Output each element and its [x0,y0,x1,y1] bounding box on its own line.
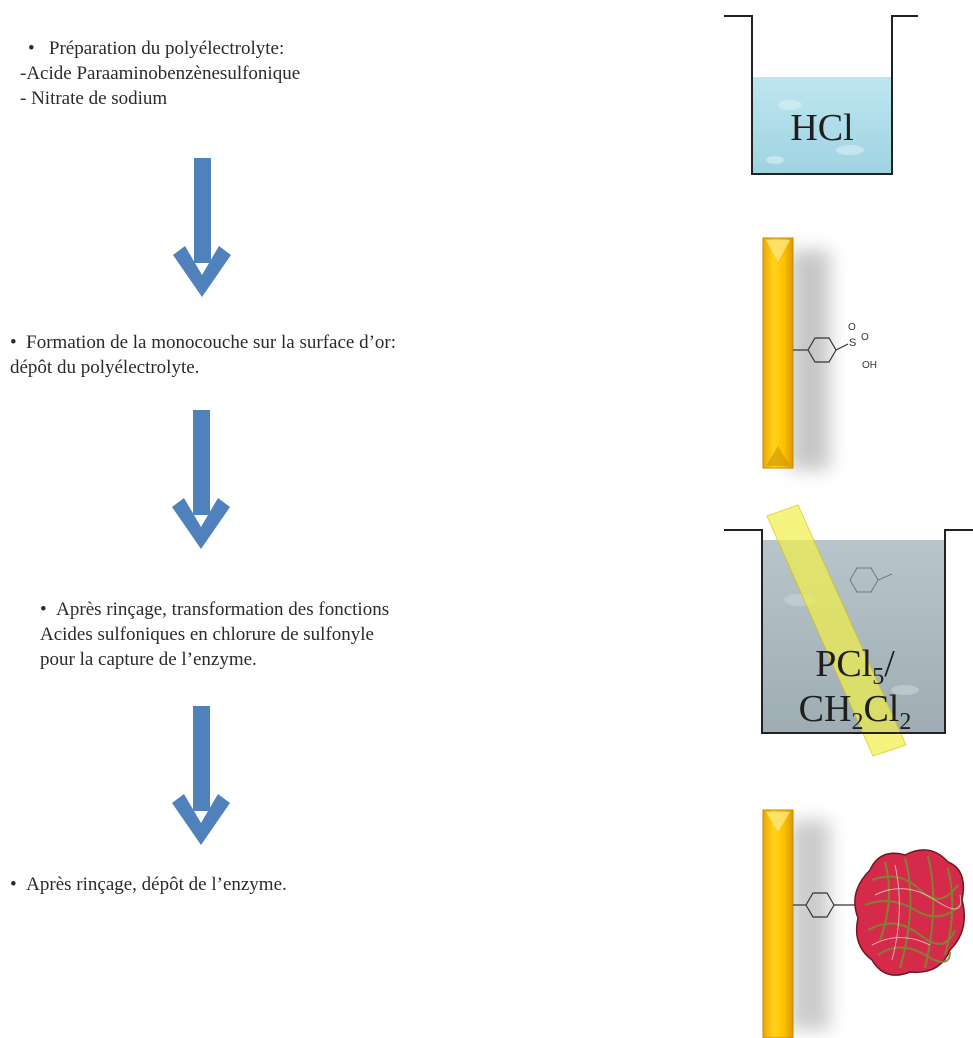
ch2cl2-label: CH2Cl2 [799,688,912,735]
step-2-line-1: • Formation de la monocouche sur la surf… [10,330,396,355]
hcl-label: HCl [790,107,853,149]
step-4-line-1: • Après rinçage, dépôt de l’enzyme. [10,872,287,897]
bullet: • [10,874,17,895]
hcl-beaker: HCl [724,15,918,175]
step-3-line-2: Acides sulfoniques en chlorure de sulfon… [40,624,374,645]
electrode-sulfonic-acid: S O O OH [762,237,877,470]
sulfur-atom: S [849,337,856,349]
step-3-line-3: pour la capture de l’enzyme. [40,649,257,670]
step-1-text: • Préparation du polyélectrolyte: -Acide… [20,36,300,111]
step-3-line-1: • Après rinçage, transformation des fonc… [40,597,389,622]
down-arrow-1 [173,158,231,297]
bullet: • [10,332,17,353]
step-2-text: • Formation de la monocouche sur la surf… [10,330,396,380]
step-1-line-2: -Acide Paraaminobenzènesulfonique [20,63,301,84]
step-2-line-2: dépôt du polyélectrolyte. [10,357,200,378]
step-4-heading: Après rinçage, dépôt de l’enzyme. [26,874,287,895]
step-1-line-1: • Préparation du polyélectrolyte: [20,36,300,61]
electrode-enzyme [762,809,965,1038]
step-3-heading: Après rinçage, transformation des foncti… [56,599,390,620]
oxygen-atom: O [861,332,869,343]
step-1-line-3: - Nitrate de sodium [20,88,168,109]
step-1-heading: Préparation du polyélectrolyte: [48,38,285,59]
hydroxyl-group: OH [862,360,877,371]
oxygen-atom: O [848,322,856,333]
bullet: • [40,599,47,620]
pcl5-label: PCl5/ [815,643,895,690]
down-arrow-3 [172,706,230,845]
tilted-electrode [766,504,907,757]
step-4-text: • Après rinçage, dépôt de l’enzyme. [10,872,287,897]
step-2-heading: Formation de la monocouche sur la surfac… [26,332,397,353]
pcl5-beaker: PCl5/ CH2Cl2 [724,504,973,757]
bullet: • [28,38,35,59]
step-3-text: • Après rinçage, transformation des fonc… [40,597,389,672]
down-arrow-2 [172,410,230,549]
